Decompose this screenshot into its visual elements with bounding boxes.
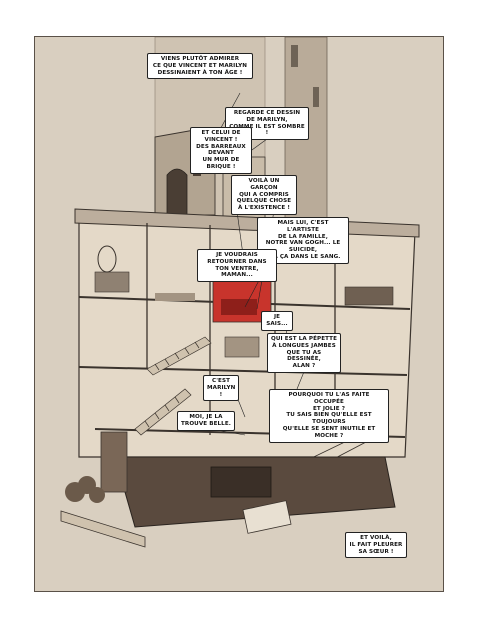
staircase	[134, 388, 192, 436]
table	[224, 336, 260, 358]
speech-bubble: ET VOILÀ, IL FAIT PLEURER SA SŒUR !	[345, 532, 407, 559]
speech-bubble: QUI EST LA PÉPETTE À LONGUES JAMBES QUE …	[267, 333, 341, 373]
furniture	[94, 271, 130, 293]
speech-bubble: VIENS PLUTÔT ADMIRER CE QUE VINCENT ET M…	[147, 53, 253, 80]
comic-panel: VIENS PLUTÔT ADMIRER CE QUE VINCENT ET M…	[34, 36, 444, 592]
speech-bubble: ET CELUI DE VINCENT ! DES BARREAUX DEVAN…	[190, 127, 252, 174]
speech-bubble: C'EST MARILYN !	[203, 375, 239, 402]
wicker-chair	[97, 245, 117, 273]
left-door	[100, 431, 128, 493]
base-slab	[60, 510, 146, 548]
chapel-door	[166, 168, 188, 218]
staircase	[146, 336, 212, 376]
chest	[210, 466, 272, 498]
speech-bubble: VOILÀ UN GARÇON QUI A COMPRIS QUELQUE CH…	[231, 175, 297, 215]
rug	[155, 293, 195, 301]
tower-window	[313, 87, 319, 107]
speech-bubble: JE VOUDRAIS RETOURNER DANS TON VENTRE, M…	[197, 249, 277, 283]
speech-bubble: POURQUOI TU L'AS FAITE OCCUPÉE ET JOLIE …	[269, 389, 389, 443]
speech-bubble: JE SAIS...	[261, 311, 293, 331]
background-tower	[284, 37, 328, 248]
bushes	[65, 476, 105, 503]
furniture	[344, 286, 394, 306]
box	[242, 500, 292, 534]
red-room-bed	[221, 299, 257, 315]
speech-bubble: MAIS LUI, C'EST L'ARTISTE DE LA FAMILLE,…	[257, 217, 349, 264]
speech-bubble: MOI, JE LA TROUVE BELLE.	[177, 411, 235, 431]
tower-window	[291, 45, 298, 67]
floor-line	[78, 366, 408, 376]
